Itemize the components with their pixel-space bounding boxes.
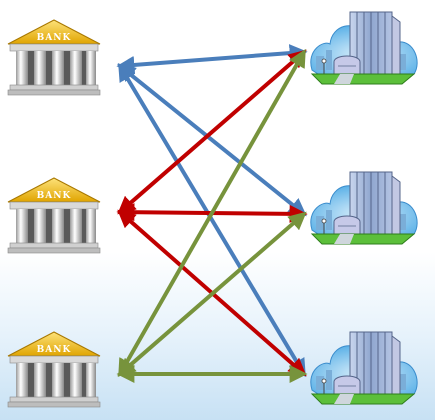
arrow-bank-2-building-1 [117, 49, 307, 215]
banks: BANK BANK BANK [7, 19, 101, 408]
bank-icon-2: BANK [7, 177, 101, 254]
buildings [310, 11, 418, 405]
bank-icon-3: BANK [7, 331, 101, 408]
arrow-bank-3-building-2 [117, 211, 307, 377]
office-building-icon-3 [310, 331, 418, 405]
office-building-icon-2 [310, 171, 418, 245]
arrow-bank-1-building-2 [117, 63, 307, 217]
office-building-icon-1 [310, 11, 418, 85]
bank-sign-1: BANK [37, 33, 72, 43]
arrow-bank-1-building-1 [116, 44, 308, 74]
bank-sign-2: BANK [37, 191, 72, 201]
bank-sign-3: BANK [37, 345, 72, 355]
connection-arrows [116, 44, 308, 383]
bank-icon-1: BANK [7, 19, 101, 96]
